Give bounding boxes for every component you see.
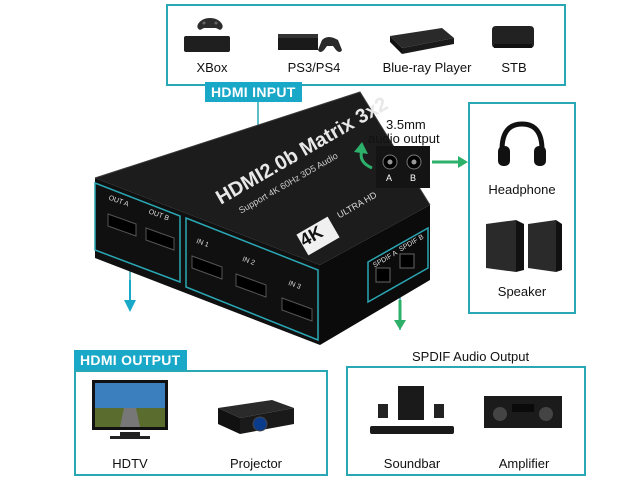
audio-devices-box: Headphone Speaker xyxy=(468,102,576,314)
bluray-label: Blue-ray Player xyxy=(382,60,472,75)
speaker-icon xyxy=(486,220,562,272)
set-top-box-icon xyxy=(492,26,534,48)
audio-output-title-2: audio output xyxy=(368,131,440,146)
amplifier-icon xyxy=(484,396,562,428)
xbox-icon xyxy=(184,18,230,52)
spdif-output-title: SPDIF Audio Output xyxy=(412,349,530,364)
playstation-icon xyxy=(278,34,342,52)
hdtv-icon xyxy=(92,380,168,439)
hdmi-input-tag: HDMI INPUT xyxy=(205,82,302,102)
headphone-icon xyxy=(498,121,546,166)
projector-icon xyxy=(218,400,294,434)
soundbar-label: Soundbar xyxy=(383,456,441,471)
ps-label: PS3/PS4 xyxy=(287,60,341,75)
audio-output-title-1: 3.5mm xyxy=(386,117,426,132)
jack-a-label: A xyxy=(386,173,393,183)
projector-label: Projector xyxy=(229,456,283,471)
stb-label: STB xyxy=(501,60,527,75)
xbox-label: XBox xyxy=(196,60,228,75)
hdmi-output-tag: HDMI OUTPUT xyxy=(74,350,187,370)
speaker-label: Speaker xyxy=(497,284,547,299)
soundbar-icon xyxy=(370,386,454,434)
headphone-label: Headphone xyxy=(488,182,556,197)
hdmi-output-box: HDTV Projector xyxy=(74,370,328,476)
bluray-player-icon xyxy=(390,28,454,54)
jack-b-label: B xyxy=(410,173,417,183)
source-devices-box: XBox PS3/PS4 Blue-ray Player STB xyxy=(166,4,566,86)
amplifier-label: Amplifier xyxy=(498,456,550,471)
spdif-output-box: Soundbar Amplifier xyxy=(346,366,586,476)
hdtv-label: HDTV xyxy=(112,456,148,471)
